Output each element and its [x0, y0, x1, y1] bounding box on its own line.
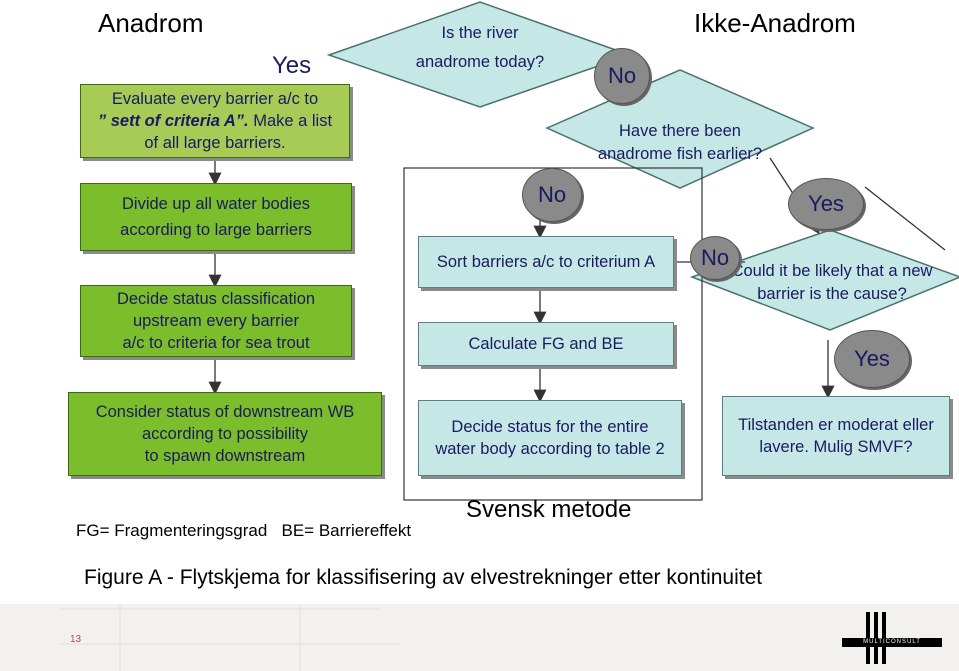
multiconsult-logo: MULTICONSULT — [838, 608, 948, 668]
box-consider-line2: according to possibility — [142, 424, 308, 443]
box-status-upstream-line2: upstream every barrier — [133, 311, 299, 330]
box-sort: Sort barriers a/c to criterium A — [418, 236, 674, 288]
label-no-middle: No — [522, 168, 582, 222]
logo-text: MULTICONSULT — [863, 639, 921, 645]
box-tilstanden-line2: lavere. Mulig SMVF? — [759, 438, 913, 456]
legend-text: FG= Fragmenteringsgrad BE= Barriereffekt — [76, 521, 412, 540]
decision-river-line1: Is the river — [441, 24, 519, 42]
decision-barrier-line1: Could it be likely that a new — [731, 262, 933, 280]
label-yes-bottom: Yes — [834, 330, 910, 388]
decision-fish-line2: anadrome fish earlier? — [597, 145, 763, 164]
box-evaluate-line2: ” sett of criteria A”. Make a list — [98, 110, 332, 132]
box-calculate: Calculate FG and BE — [418, 322, 674, 366]
label-no-right: No — [690, 236, 740, 280]
box-divide: Divide up all water bodies according to … — [80, 183, 352, 251]
label-yes-top: Yes — [272, 52, 312, 79]
box-divide-line1: Divide up all water bodies — [121, 194, 311, 213]
box-tilstanden: Tilstanden er moderat eller lavere. Muli… — [722, 396, 950, 476]
box-status-upstream: Decide status classification upstream ev… — [80, 285, 352, 357]
box-consider-line1: Consider status of downstream WB — [95, 402, 355, 421]
page-number: 13 — [70, 634, 82, 645]
box-decide-entire: Decide status for the entire water body … — [418, 400, 682, 476]
decision-barrier-text: Could it be likely that a new barrier is… — [712, 260, 952, 306]
box-status-upstream-line3: a/c to criteria for sea trout — [122, 334, 310, 353]
box-tilstanden-line1: Tilstanden er moderat eller — [738, 415, 934, 434]
label-no-top: No — [594, 48, 650, 104]
decision-barrier-line2: barrier is the cause? — [757, 285, 907, 304]
box-evaluate: Evaluate every barrier a/c to ” sett of … — [80, 84, 350, 158]
box-consider-line3: to spawn downstream — [144, 447, 306, 466]
footer-pattern — [60, 604, 400, 671]
slide-footer: 13 MULTICONSULT — [0, 604, 959, 671]
box-evaluate-line2-rest: Make a list — [248, 111, 333, 130]
decision-barrier-shape — [689, 229, 959, 331]
box-evaluate-line1: Evaluate every barrier a/c to — [111, 89, 319, 108]
box-decide-entire-line1: Decide status for the entire — [451, 417, 649, 436]
box-status-upstream-line1: Decide status classification — [116, 289, 316, 308]
svensk-metode-label: Svensk metode — [466, 496, 632, 523]
header-anadrom: Anadrom — [98, 8, 204, 38]
box-decide-entire-line2: water body according to table 2 — [435, 440, 665, 458]
figure-caption: Figure A - Flytskjema for klassifisering… — [84, 566, 763, 589]
box-evaluate-emphasis: ” sett of criteria A”. — [97, 111, 249, 130]
decision-fish-line1: Have there been — [618, 122, 741, 140]
box-divide-line2: according to large barriers — [120, 221, 312, 239]
header-ikke-anadrom: Ikke-Anadrom — [694, 8, 856, 38]
decision-river-text: Is the river anadrome today? — [410, 22, 550, 74]
box-evaluate-line3: of all large barriers. — [144, 134, 286, 153]
decision-fish-text: Have there been anadrome fish earlier? — [590, 120, 770, 166]
label-yes-right: Yes — [788, 178, 864, 230]
box-consider: Consider status of downstream WB accordi… — [68, 392, 382, 476]
decision-river-line2: anadrome today? — [415, 53, 545, 72]
